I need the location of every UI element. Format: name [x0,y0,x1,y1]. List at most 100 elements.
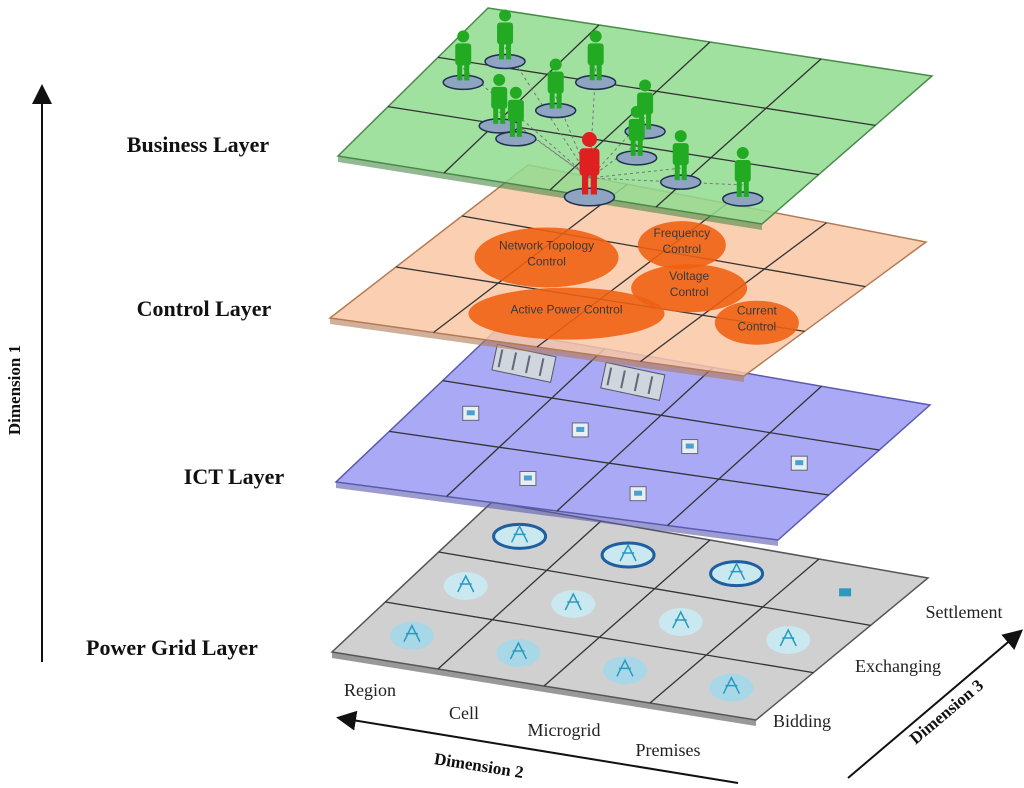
layer-stack: Network TopologyControlFrequencyControlV… [328,7,934,726]
power-layer-plane [330,501,930,726]
control-function-bubble [714,300,799,345]
dimension-3-label: Dimension 3 [906,676,987,749]
cell-label: Cell [449,703,479,723]
server-slot-icon [497,349,504,368]
grid-asset-icon [658,608,703,636]
agent-person-icon [499,9,512,22]
power-grid-col-line [543,539,711,687]
agent-link [462,68,590,179]
premises-label: Premises [636,740,701,760]
device-screen-icon [576,426,585,432]
agent-person-icon [549,58,562,71]
pylon-icon [457,574,475,593]
agent-person-icon-leg [516,120,522,137]
pylon-icon [509,641,528,660]
control-function-label: Control [670,285,709,299]
agent-person-icon-body [507,99,524,122]
business-plane-edge [338,156,762,230]
pylon-icon [510,524,529,543]
agent-person-icon-leg [509,120,515,137]
pylon-icon [722,675,741,695]
control-function-label: Frequency [653,226,710,240]
agent-base [722,191,764,207]
agent-person-icon-body [587,43,604,66]
control-function-bubble [474,227,619,288]
agent-base [442,74,484,91]
agent-person-icon-leg [500,107,506,124]
agent-person-icon-leg [637,139,643,156]
agent-person-icon-leg [630,139,636,156]
power-plane-edge [332,652,756,726]
settlement-label: Settlement [926,602,1003,622]
agent-person-icon [674,130,687,143]
dimension-2-axis [336,710,739,784]
server-slot-icon [538,358,545,377]
agent-person-icon-leg [736,180,742,197]
server-slot-icon [620,370,626,389]
microgrid-label: Microgrid [528,720,601,740]
grid-asset-icon [389,621,434,650]
control-function-label: Network Topology [499,238,594,252]
control-function-label: Active Power Control [510,303,622,317]
control-layer-plane: Network TopologyControlFrequencyControlV… [328,164,928,382]
agent-person-icon-body [628,118,645,141]
dimension-3-axis [847,629,1024,779]
server-slot-icon [606,367,613,386]
grid-asset-icon [602,656,647,685]
agent-person-icon-body [672,143,689,166]
agent-base [484,53,526,70]
region-label: Region [344,680,396,700]
server-slot-icon [647,376,654,395]
agent-person-icon-leg [743,180,749,197]
server-slot-icon [511,352,518,371]
agent-person-icon-leg [589,64,595,81]
dimension-1-label: Dimension 1 [5,345,24,435]
device-icon [839,588,852,597]
agent-person-icon [630,105,643,118]
agent-base [495,131,537,147]
agent-person-icon [589,30,602,43]
pylon-icon [619,543,637,562]
business-grid-col-line [443,24,600,174]
pylon-icon [616,658,634,677]
agent-person-icon-body [455,43,472,66]
agent-link [589,177,743,186]
ict-grid-col-line [446,348,605,497]
grid-asset-icon [496,639,541,667]
grid-asset-icon [709,560,765,588]
agent-person-icon-leg [556,92,562,109]
highlighted-agent-icon [581,132,597,147]
grid-asset-icon [766,626,811,654]
control-function-bubble [468,287,665,340]
server-slot-icon [525,355,531,374]
pylon-icon [672,610,690,629]
agent-person-icon-leg [457,64,463,81]
agent-link [504,47,590,179]
agent-person-icon-leg [506,43,512,60]
device-screen-icon [795,460,804,466]
agent-person-icon [736,146,749,159]
pylon-icon [779,628,797,647]
pylon-icon [564,592,582,611]
server-slot-icon [633,373,640,392]
grid-asset-icon [443,572,488,600]
agent-person-icon [493,73,506,86]
device-screen-icon [523,475,532,481]
control-function-bubble [637,221,726,270]
control-function-label: Current [737,304,778,318]
agent-base [563,187,616,207]
agent-base [534,102,577,119]
agent-person-icon-leg [646,113,652,130]
agent-base [615,150,658,166]
control-function-label: Control [527,254,566,268]
agent-person-icon-leg [493,107,499,124]
agent-person-icon-leg [549,92,555,109]
control-function-label: Control [738,320,777,334]
agent-person-icon-body [491,86,508,109]
business-layer-label: Business Layer [127,132,270,157]
device-screen-icon [685,443,694,449]
exchanging-label: Exchanging [855,656,941,676]
dimension-2-label: Dimension 2 [433,749,525,782]
power-grid-col-line [437,520,602,670]
